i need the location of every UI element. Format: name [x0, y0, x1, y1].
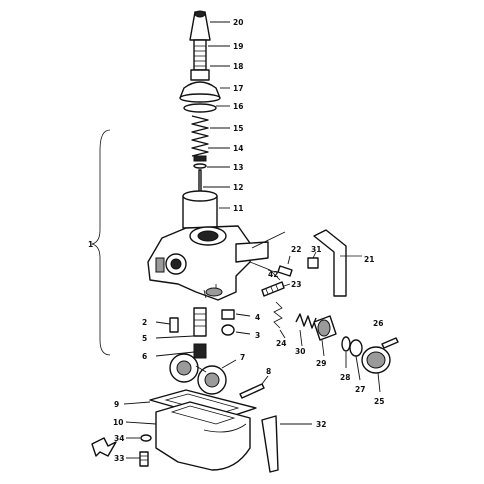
part-6-main-jet — [193, 343, 207, 359]
callout-1: 1 — [88, 240, 93, 249]
callout-10: 10 — [113, 418, 123, 427]
part-3-valve-seat — [221, 324, 235, 336]
callout-23: 23 — [291, 280, 301, 289]
part-22-pilot-screw — [277, 265, 293, 277]
callout-3: 3 — [255, 331, 260, 340]
callout-15: 15 — [233, 124, 243, 133]
part-18-lock-nut — [190, 69, 210, 81]
part-14-spring-seat — [193, 155, 207, 162]
callout-25: 25 — [374, 397, 384, 406]
part-19-cable-adjuster — [193, 39, 207, 71]
callout-2: 2 — [142, 318, 147, 327]
callout-24: 24 — [276, 339, 286, 348]
part-13-clip — [193, 163, 207, 169]
part-28-washer — [341, 336, 351, 352]
part-27-starter-nut — [349, 339, 363, 357]
callout-16: 16 — [233, 102, 243, 111]
callout-27: 27 — [355, 385, 365, 394]
callout-28: 28 — [340, 373, 350, 382]
part-29-starter-plunger — [313, 315, 337, 341]
callout-11: 11 — [233, 204, 243, 213]
callout-26: 26 — [373, 319, 383, 328]
callout-32: 32 — [316, 420, 326, 429]
part-15-throttle-spring — [191, 115, 209, 157]
part-26-pin — [381, 337, 399, 349]
callout-6: 6 — [142, 352, 147, 361]
callout-17: 17 — [233, 84, 243, 93]
callout-12: 12 — [233, 183, 243, 192]
part-24-spring — [273, 301, 283, 329]
assembly-bracket — [91, 129, 111, 356]
part-32-overflow-tube — [261, 415, 279, 473]
part-17-chamber-top — [179, 81, 221, 103]
callout-9: 9 — [114, 400, 119, 409]
part-5-main-jet-holder — [193, 307, 207, 337]
part-34-drain-washer — [140, 434, 152, 442]
part-30-starter-spring — [295, 313, 317, 329]
part-4-fitting — [221, 309, 235, 320]
part-16-gasket — [183, 103, 217, 113]
part-25-starter-cap — [361, 346, 391, 374]
callout-20: 20 — [233, 18, 243, 27]
part-23-throttle-stop-screw — [261, 281, 285, 297]
part-31-pilot-jet — [307, 251, 319, 269]
callout-30: 30 — [295, 347, 305, 356]
part-8-float-pin — [239, 383, 265, 399]
callout-7: 7 — [240, 353, 245, 362]
part-10-float-bowl — [155, 401, 251, 471]
callout-34: 34 — [114, 434, 124, 443]
callout-13: 13 — [233, 163, 243, 172]
callout-29: 29 — [316, 359, 326, 368]
arrow-icon — [91, 437, 117, 457]
callout-21: 21 — [364, 255, 374, 264]
callout-42: 42 — [268, 270, 278, 279]
callout-8: 8 — [266, 367, 271, 376]
part-33-drain-screw — [139, 451, 149, 467]
callout-22: 22 — [291, 245, 301, 254]
part-21-fuel-hose — [313, 229, 362, 297]
carburetor-body — [147, 225, 281, 301]
callout-14: 14 — [233, 144, 243, 153]
callout-19: 19 — [233, 42, 243, 51]
callout-33: 33 — [114, 454, 124, 463]
part-11-throttle-valve — [182, 190, 218, 229]
part-2-needle-jet — [169, 317, 179, 333]
part-7-float-assembly — [169, 353, 227, 395]
callout-18: 18 — [233, 62, 243, 71]
part-20-adjuster-cap — [189, 10, 211, 41]
callout-4: 4 — [255, 313, 260, 322]
callout-5: 5 — [142, 334, 147, 343]
callout-31: 31 — [311, 245, 321, 254]
